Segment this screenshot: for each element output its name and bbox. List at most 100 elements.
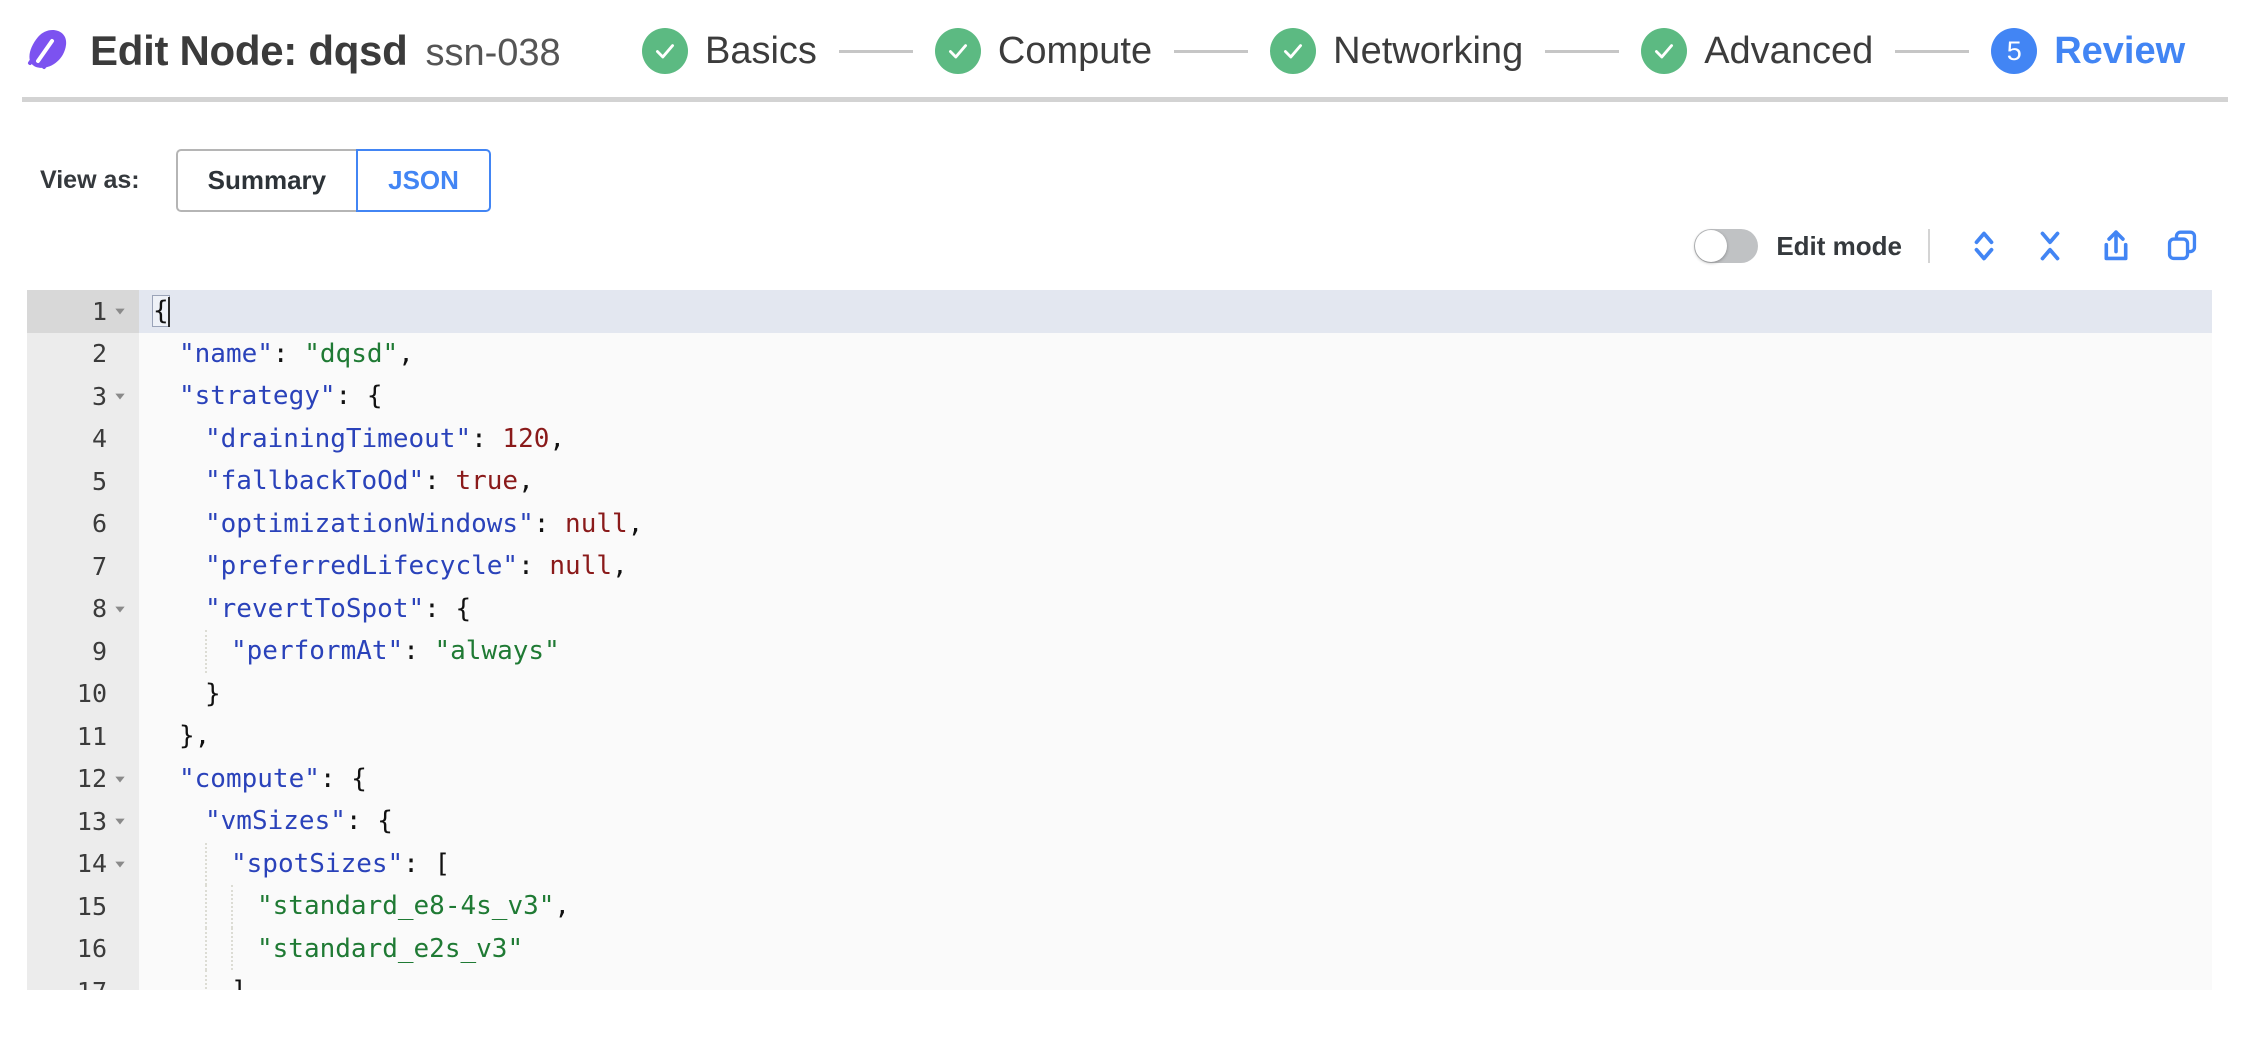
check-icon <box>642 28 688 74</box>
line-number: 9 <box>91 636 107 666</box>
step-compute-label: Compute <box>997 29 1153 72</box>
line-number-gutter: 14 <box>27 842 139 885</box>
code-text[interactable]: "preferredLifecycle": null, <box>139 545 2212 588</box>
code-text[interactable]: "strategy": { <box>139 375 2212 418</box>
code-tokens: "compute": { <box>179 763 367 794</box>
code-tokens: { <box>152 295 171 327</box>
page-title-text: Edit Node: dqsd <box>90 27 408 74</box>
code-text[interactable]: "revertToSpot": { <box>139 588 2212 631</box>
edit-mode-toggle[interactable] <box>1694 229 1759 263</box>
line-number: 17 <box>77 977 107 990</box>
code-text[interactable]: }, <box>139 715 2212 758</box>
code-line[interactable]: 7"preferredLifecycle": null, <box>27 545 2212 588</box>
code-line[interactable]: 3"strategy": { <box>27 375 2212 418</box>
code-line[interactable]: 8 "revertToSpot": { <box>27 587 2212 631</box>
code-tokens: "vmSizes": { <box>205 806 393 837</box>
view-as-row: View as: Summary JSON <box>0 102 2250 212</box>
code-line[interactable]: 14 "spotSizes": [ <box>27 842 2212 885</box>
line-number-gutter: 15 <box>27 885 139 928</box>
code-line[interactable]: 4"drainingTimeout": 120, <box>27 417 2212 461</box>
indent-guide <box>205 927 207 970</box>
view-as-summary-button[interactable]: Summary <box>175 149 357 212</box>
line-number: 11 <box>76 721 107 751</box>
toggle-knob <box>1695 230 1728 262</box>
check-icon <box>934 28 981 74</box>
code-text[interactable]: "drainingTimeout": 120, <box>139 418 2212 461</box>
fold-toggle-icon[interactable] <box>109 772 131 786</box>
code-text[interactable]: "vmSizes": { <box>139 800 2212 843</box>
code-text[interactable]: "compute": { <box>139 758 2212 801</box>
code-text[interactable]: "performAt": "always" <box>139 630 2212 673</box>
step-advanced-label: Advanced <box>1704 29 1874 72</box>
view-as-segmented-control[interactable]: Summary JSON <box>175 149 491 212</box>
page-subtitle-id: ssn-038 <box>425 32 561 74</box>
code-line[interactable]: 6"optimizationWindows": null, <box>27 502 2212 546</box>
code-tokens: "preferredLifecycle": null, <box>205 551 628 582</box>
line-number-gutter: 9 <box>27 630 139 673</box>
line-number-gutter: 16 <box>27 927 139 970</box>
collapse-all-icon[interactable] <box>2022 224 2078 268</box>
code-line[interactable]: 16 "standard_e2s_v3" <box>27 927 2212 970</box>
code-tokens: "standard_e2s_v3" <box>257 933 524 964</box>
step-review[interactable]: 5 Review <box>1991 28 2185 74</box>
line-number-gutter: 3 <box>27 375 139 418</box>
code-line[interactable]: 12"compute": { <box>27 757 2212 801</box>
code-tokens: "name": "dqsd", <box>179 338 414 369</box>
line-number: 16 <box>76 934 107 964</box>
code-text[interactable]: "name": "dqsd", <box>139 333 2212 376</box>
code-line[interactable]: 9 "performAt": "always" <box>27 630 2212 673</box>
share-icon[interactable] <box>2088 224 2144 268</box>
line-number: 2 <box>91 339 107 369</box>
line-number-gutter: 2 <box>27 332 139 375</box>
code-tokens: } <box>205 678 221 709</box>
code-text[interactable]: } <box>139 673 2212 716</box>
indent-guide <box>231 927 233 970</box>
step-advanced[interactable]: Advanced <box>1641 28 1873 74</box>
code-text[interactable]: "spotSizes": [ <box>139 842 2212 885</box>
code-line[interactable]: 1{ <box>27 290 2212 333</box>
line-number: 15 <box>76 891 107 921</box>
step-basics[interactable]: Basics <box>642 28 817 74</box>
code-line[interactable]: 10} <box>27 672 2212 716</box>
fold-toggle-icon[interactable] <box>109 304 131 318</box>
page-title: Edit Node: dqsd ssn-038 <box>90 27 642 75</box>
code-tokens: ], <box>231 976 262 990</box>
code-tokens: "spotSizes": [ <box>231 848 451 879</box>
step-number-badge: 5 <box>1991 28 2038 74</box>
fold-toggle-icon[interactable] <box>109 389 131 403</box>
fold-toggle-icon[interactable] <box>109 814 131 828</box>
code-line[interactable]: 11}, <box>27 715 2212 758</box>
fold-toggle-icon[interactable] <box>109 857 131 871</box>
code-text[interactable]: ], <box>139 970 2212 990</box>
code-line[interactable]: 13"vmSizes": { <box>27 800 2212 843</box>
line-number-gutter: 8 <box>27 587 139 630</box>
code-line[interactable]: 2 "name": "dqsd", <box>27 332 2212 376</box>
code-text[interactable]: { <box>139 290 2212 333</box>
step-networking[interactable]: Networking <box>1270 28 1523 74</box>
step-review-number: 5 <box>2006 35 2022 66</box>
header-divider <box>22 97 2228 102</box>
wizard-stepper: Basics Compute Networking Advanced <box>642 28 2250 74</box>
code-text[interactable]: "optimizationWindows": null, <box>139 503 2212 546</box>
step-connector <box>838 49 913 53</box>
fold-toggle-icon[interactable] <box>109 602 131 616</box>
code-line[interactable]: 15 "standard_e8-4s_v3", <box>27 885 2212 928</box>
line-number-gutter: 4 <box>27 417 139 460</box>
line-number-gutter: 10 <box>27 672 139 715</box>
expand-all-icon[interactable] <box>1956 224 2012 268</box>
line-number: 8 <box>91 594 107 624</box>
view-as-json-button[interactable]: JSON <box>356 149 491 212</box>
step-networking-label: Networking <box>1333 29 1524 72</box>
code-text[interactable]: "fallbackToOd": true, <box>139 460 2212 503</box>
json-code-editor[interactable]: 1{ 2 "name": "dqsd", 3"strategy": {4"draini… <box>27 290 2212 990</box>
step-compute[interactable]: Compute <box>934 28 1153 74</box>
page-header: Edit Node: dqsd ssn-038 Basics Compute N… <box>0 0 2250 102</box>
code-line[interactable]: 5"fallbackToOd": true, <box>27 460 2212 503</box>
code-text[interactable]: "standard_e8-4s_v3", <box>139 885 2212 928</box>
indent-guide <box>205 630 207 673</box>
code-tokens: "optimizationWindows": null, <box>205 508 644 539</box>
spot-comet-logo <box>22 27 68 75</box>
copy-icon[interactable] <box>2154 224 2210 268</box>
code-line[interactable]: 17], <box>27 970 2212 990</box>
code-text[interactable]: "standard_e2s_v3" <box>139 927 2212 970</box>
